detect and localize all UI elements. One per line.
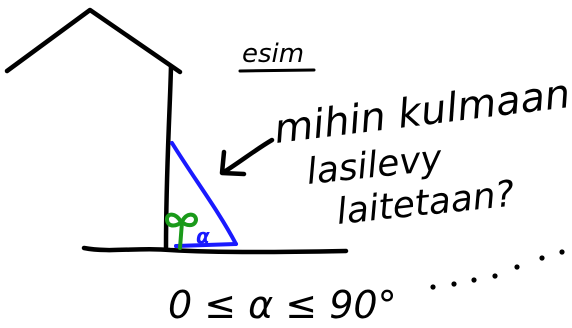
- trailing-dots: [430, 249, 565, 290]
- ground-line: [81, 245, 349, 255]
- example-underline: [238, 68, 316, 73]
- example-label: esim: [242, 39, 304, 69]
- arrow-icon: [219, 137, 275, 177]
- angle-label: α: [196, 224, 210, 248]
- house-roof: [4, 7, 183, 75]
- glass-sheet-base: [174, 242, 238, 248]
- glass-sheet: [170, 141, 238, 246]
- sprout-icon: [164, 212, 198, 250]
- angle-inequality: 0 ≤ α ≤ 90°: [168, 283, 397, 327]
